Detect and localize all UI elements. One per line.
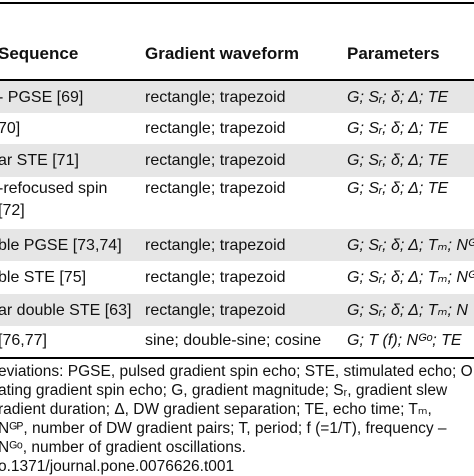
footnote-doi: o.1371/journal.pone.0076626.t001 [0,458,235,475]
footnote-line: radient duration; Δ, DW gradient separat… [0,401,432,418]
footnote-line: ating gradient spin echo; G, gradient ma… [0,382,448,399]
table-header: Sequence Gradient waveform Parameters [0,38,474,68]
table-row: ar STE [71] rectangle; trapezoid G; Sᵣ; … [0,144,474,177]
cell-parameters: G; Sᵣ; δ; Δ; Tₘ; Nᴳ [347,269,474,286]
table-row: 70] rectangle; trapezoid G; Sᵣ; δ; Δ; TE [0,113,474,144]
cell-waveform: rectangle; trapezoid [145,302,286,319]
cell-waveform: rectangle; trapezoid [145,237,286,254]
cell-sequence: ble STE [75] [0,269,87,286]
table-row: ble PGSE [73,74] rectangle; trapezoid G;… [0,229,474,261]
cell-waveform: sine; double-sine; cosine [145,332,322,349]
cell-parameters: G; Sᵣ; δ; Δ; TE [347,152,449,169]
cell-parameters: G; T (f); Nᴳᵒ; TE [347,332,462,349]
header-parameters: Parameters [347,44,440,63]
table-row: - PGSE [69] rectangle; trapezoid G; Sᵣ; … [0,81,474,113]
footnote-line: Nᴳᴾ, number of DW gradient pairs; T, per… [0,420,447,437]
cell-parameters: G; Sᵣ; δ; Δ; TE [347,180,449,197]
cell-waveform: rectangle; trapezoid [145,152,286,169]
cell-waveform: rectangle; trapezoid [145,269,286,286]
table-top-rule [0,2,474,4]
cell-sequence: [76,77] [0,332,47,349]
header-gradient-waveform: Gradient waveform [145,44,299,63]
footnote-line: Nᴳᵒ, number of gradient oscillations. [0,439,246,456]
cell-parameters: G; Sᵣ; δ; Δ; TE [347,120,449,137]
table-row: [76,77] sine; double-sine; cosine G; T (… [0,326,474,357]
cell-sequence: ble PGSE [73,74] [0,237,122,254]
cell-sequence: 70] [0,120,21,137]
footnote-line: eviations: PGSE, pulsed gradient spin ec… [0,363,473,380]
cell-parameters: G; Sᵣ; δ; Δ; Tₘ; Nᴳ [347,237,474,254]
cell-sequence-continued: [72] [0,202,25,219]
cell-parameters: G; Sᵣ; δ; Δ; TE [347,89,449,106]
table-bottom-rule [0,357,474,359]
table-row: ble STE [75] rectangle; trapezoid G; Sᵣ;… [0,261,474,294]
header-sequence: Sequence [0,44,79,63]
table-row: -refocused spin [72] rectangle; trapezoi… [0,177,474,229]
table-header-rule [0,79,474,81]
cell-waveform: rectangle; trapezoid [145,89,286,106]
cell-sequence: ar STE [71] [0,152,79,169]
cell-sequence: ar double STE [63] [0,302,132,319]
cell-waveform: rectangle; trapezoid [145,180,286,197]
cell-parameters: G; Sᵣ; δ; Δ; Tₘ; N [347,302,468,319]
cell-sequence: -refocused spin [0,180,108,197]
table-row: ar double STE [63] rectangle; trapezoid … [0,294,474,326]
cell-sequence: - PGSE [69] [0,89,84,106]
cell-waveform: rectangle; trapezoid [145,120,286,137]
